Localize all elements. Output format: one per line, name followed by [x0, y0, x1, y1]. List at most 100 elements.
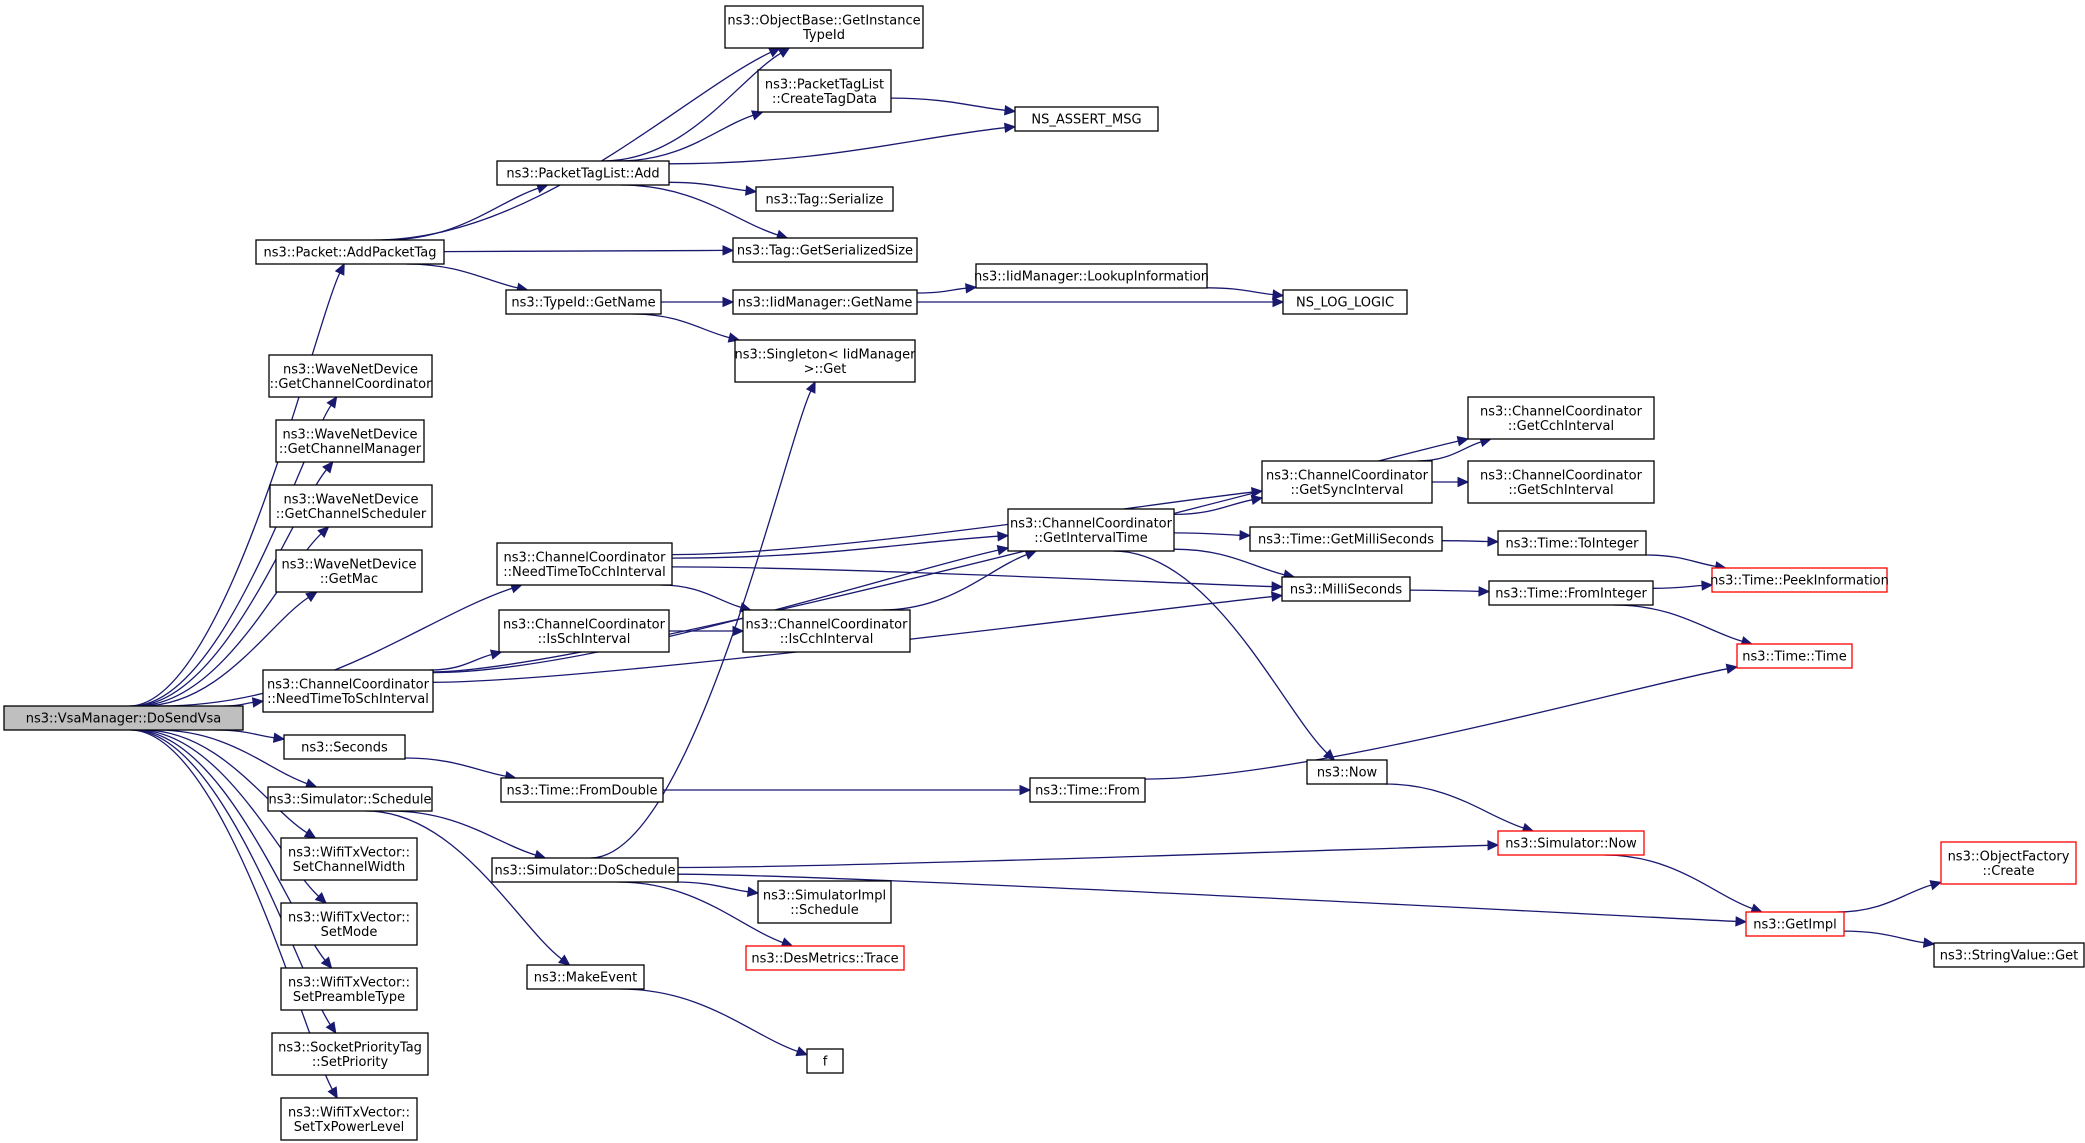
node-singleton-get[interactable]: ns3::Singleton< IidManager >::Get [734, 339, 916, 383]
edge-iid-get-name-to-iid-lookup [916, 283, 978, 294]
node-label-line: ns3::Simulator::Now [1505, 837, 1637, 852]
node-get-mac[interactable]: ns3::WaveNetDevice::GetMac [275, 549, 423, 593]
node-box [1497, 830, 1645, 856]
node-tag-get-serialized-size[interactable]: ns3::Tag::GetSerializedSize [732, 237, 918, 263]
node-seconds[interactable]: ns3::Seconds [283, 734, 406, 760]
node-label-line: SetChannelWidth [293, 860, 406, 875]
edge-arrowhead [997, 531, 1010, 542]
edge-line [432, 549, 999, 674]
edge-root-to-set-channel-width [142, 729, 317, 839]
node-label-line: f [823, 1055, 828, 1070]
node-time-time[interactable]: ns3::Time::Time [1736, 643, 1853, 669]
node-iid-get-name[interactable]: ns3::IidManager::GetName [732, 289, 918, 315]
node-box [1282, 289, 1408, 315]
edge-arrowhead [1487, 536, 1500, 547]
node-label-line: ns3::Tag::Serialize [765, 193, 883, 208]
node-time-to-integer[interactable]: ns3::Time::ToInteger [1497, 530, 1647, 556]
node-is-cch-interval[interactable]: ns3::ChannelCoordinator::IsCchInterval [742, 609, 911, 653]
node-ns-assert-msg[interactable]: NS_ASSERT_MSG [1014, 106, 1159, 132]
edge-line [1843, 930, 1925, 944]
node-time-peek-information[interactable]: ns3::Time::PeekInformation [1710, 567, 1889, 593]
node-set-priority[interactable]: ns3::SocketPriorityTag::SetPriority [271, 1032, 429, 1076]
node-set-channel-width[interactable]: ns3::WifiTxVector::SetChannelWidth [280, 837, 418, 881]
node-label-line: ns3::Packet::AddPacketTag [263, 246, 436, 261]
node-is-sch-interval[interactable]: ns3::ChannelCoordinator::IsSchInterval [498, 609, 670, 653]
node-time-get-milli-seconds[interactable]: ns3::Time::GetMilliSeconds [1249, 526, 1443, 552]
node-label-line: ns3::ChannelCoordinator [1010, 516, 1173, 531]
edge-line [1613, 604, 1743, 642]
edge-seconds-to-time-from-double [404, 757, 517, 782]
edge-line [1652, 584, 1703, 589]
edge-create-tag-data-to-ns-assert-msg [890, 97, 1017, 116]
node-label-line: ns3::Time::FromDouble [507, 784, 658, 799]
node-set-mode[interactable]: ns3::WifiTxVector::SetMode [280, 902, 418, 946]
node-add-packet-tag[interactable]: ns3::Packet::AddPacketTag [255, 239, 445, 265]
node-milli-seconds[interactable]: ns3::MilliSeconds [1281, 576, 1411, 602]
node-ns-log-logic[interactable]: NS_LOG_LOGIC [1282, 289, 1408, 315]
node-label-line: ::GetChannelScheduler [276, 507, 427, 522]
node-type-id-get-name[interactable]: ns3::TypeId::GetName [505, 289, 662, 315]
node-iid-lookup[interactable]: ns3::IidManager::LookupInformation [974, 263, 1209, 289]
node-box [1497, 530, 1647, 556]
node-tag-serialize[interactable]: ns3::Tag::Serialize [755, 186, 894, 212]
node-label-line: TypeId [802, 28, 845, 43]
node-des-metrics-trace[interactable]: ns3::DesMetrics::Trace [745, 945, 905, 971]
node-f[interactable]: f [806, 1048, 844, 1074]
edge-line [674, 881, 749, 893]
node-box [496, 160, 670, 186]
edge-time-from-integer-to-time-peek-information [1652, 580, 1714, 591]
node-string-value-get[interactable]: ns3::StringValue::Get [1933, 942, 2085, 968]
node-time-from[interactable]: ns3::Time::From [1029, 777, 1146, 803]
node-get-interval-time[interactable]: ns3::ChannelCoordinator::GetIntervalTime [1007, 508, 1175, 552]
node-get-channel-scheduler[interactable]: ns3::WaveNetDevice::GetChannelScheduler [269, 484, 433, 528]
node-label-line: ns3::Tag::GetSerializedSize [737, 244, 913, 259]
node-set-preamble-type[interactable]: ns3::WifiTxVector::SetPreambleType [280, 967, 418, 1011]
node-get-sync-interval[interactable]: ns3::ChannelCoordinator::GetSyncInterval [1261, 460, 1433, 504]
edge-add-packet-tag-to-type-id-get-name [405, 263, 529, 293]
node-create-tag-data[interactable]: ns3::PacketTagList::CreateTagData [757, 69, 892, 113]
edge-line [1604, 854, 1753, 910]
edge-need-time-to-cch-to-is-cch-interval [660, 584, 752, 613]
edge-line [1417, 441, 1482, 462]
node-object-factory-create[interactable]: ns3::ObjectFactory::Create [1940, 841, 2077, 885]
edge-line [668, 127, 1006, 165]
node-label-line: ns3::SocketPriorityTag [278, 1040, 422, 1055]
node-get-impl[interactable]: ns3::GetImpl [1745, 911, 1845, 937]
edge-line [430, 653, 492, 671]
node-set-tx-power-level[interactable]: ns3::WifiTxVector::SetTxPowerLevel [280, 1097, 418, 1141]
node-need-time-to-sch[interactable]: ns3::ChannelCoordinator::NeedTimeToSchIn… [262, 669, 434, 713]
edge-line [1173, 548, 1285, 576]
node-make-event[interactable]: ns3::MakeEvent [526, 964, 645, 990]
node-sim-impl-schedule[interactable]: ns3::SimulatorImpl::Schedule [757, 880, 892, 924]
node-get-sch-interval[interactable]: ns3::ChannelCoordinator::GetSchInterval [1467, 460, 1655, 504]
node-label-line: ::GetSyncInterval [1290, 483, 1403, 498]
edge-line [159, 587, 513, 707]
node-label-line: ::GetSchInterval [1508, 483, 1613, 498]
edge-arrowhead [1271, 591, 1284, 602]
node-box [267, 786, 433, 812]
node-need-time-to-cch[interactable]: ns3::ChannelCoordinator::NeedTimeToCchIn… [496, 542, 673, 586]
edge-line [620, 184, 778, 236]
node-time-from-integer[interactable]: ns3::Time::FromInteger [1488, 580, 1654, 606]
node-now[interactable]: ns3::Now [1306, 759, 1388, 785]
node-box [724, 5, 924, 49]
node-get-channel-coordinator[interactable]: ns3::WaveNetDevice::GetChannelCoordinato… [268, 354, 433, 398]
node-box [526, 964, 645, 990]
edge-line [671, 535, 999, 559]
node-sim-now[interactable]: ns3::Simulator::Now [1497, 830, 1645, 856]
edge-now-to-sim-now [1384, 783, 1535, 833]
edge-arrowhead [1272, 296, 1285, 308]
node-label-line: NS_ASSERT_MSG [1031, 113, 1141, 128]
node-sim-do-schedule[interactable]: ns3::Simulator::DoSchedule [491, 857, 679, 883]
node-get-channel-manager[interactable]: ns3::WaveNetDevice::GetChannelManager [275, 419, 425, 463]
edge-arrowhead [777, 47, 791, 58]
node-time-from-double[interactable]: ns3::Time::FromDouble [500, 777, 664, 803]
node-get-cch-interval[interactable]: ns3::ChannelCoordinator::GetCchInterval [1467, 396, 1655, 440]
node-box [1711, 567, 1888, 593]
edge-get-sync-interval-to-get-sch-interval [1432, 476, 1470, 488]
node-sim-schedule[interactable]: ns3::Simulator::Schedule [267, 786, 433, 812]
node-label-line: NS_LOG_LOGIC [1296, 296, 1394, 311]
node-ptl-add[interactable]: ns3::PacketTagList::Add [496, 160, 670, 186]
node-label-line: ns3::ChannelCoordinator [1480, 468, 1643, 483]
